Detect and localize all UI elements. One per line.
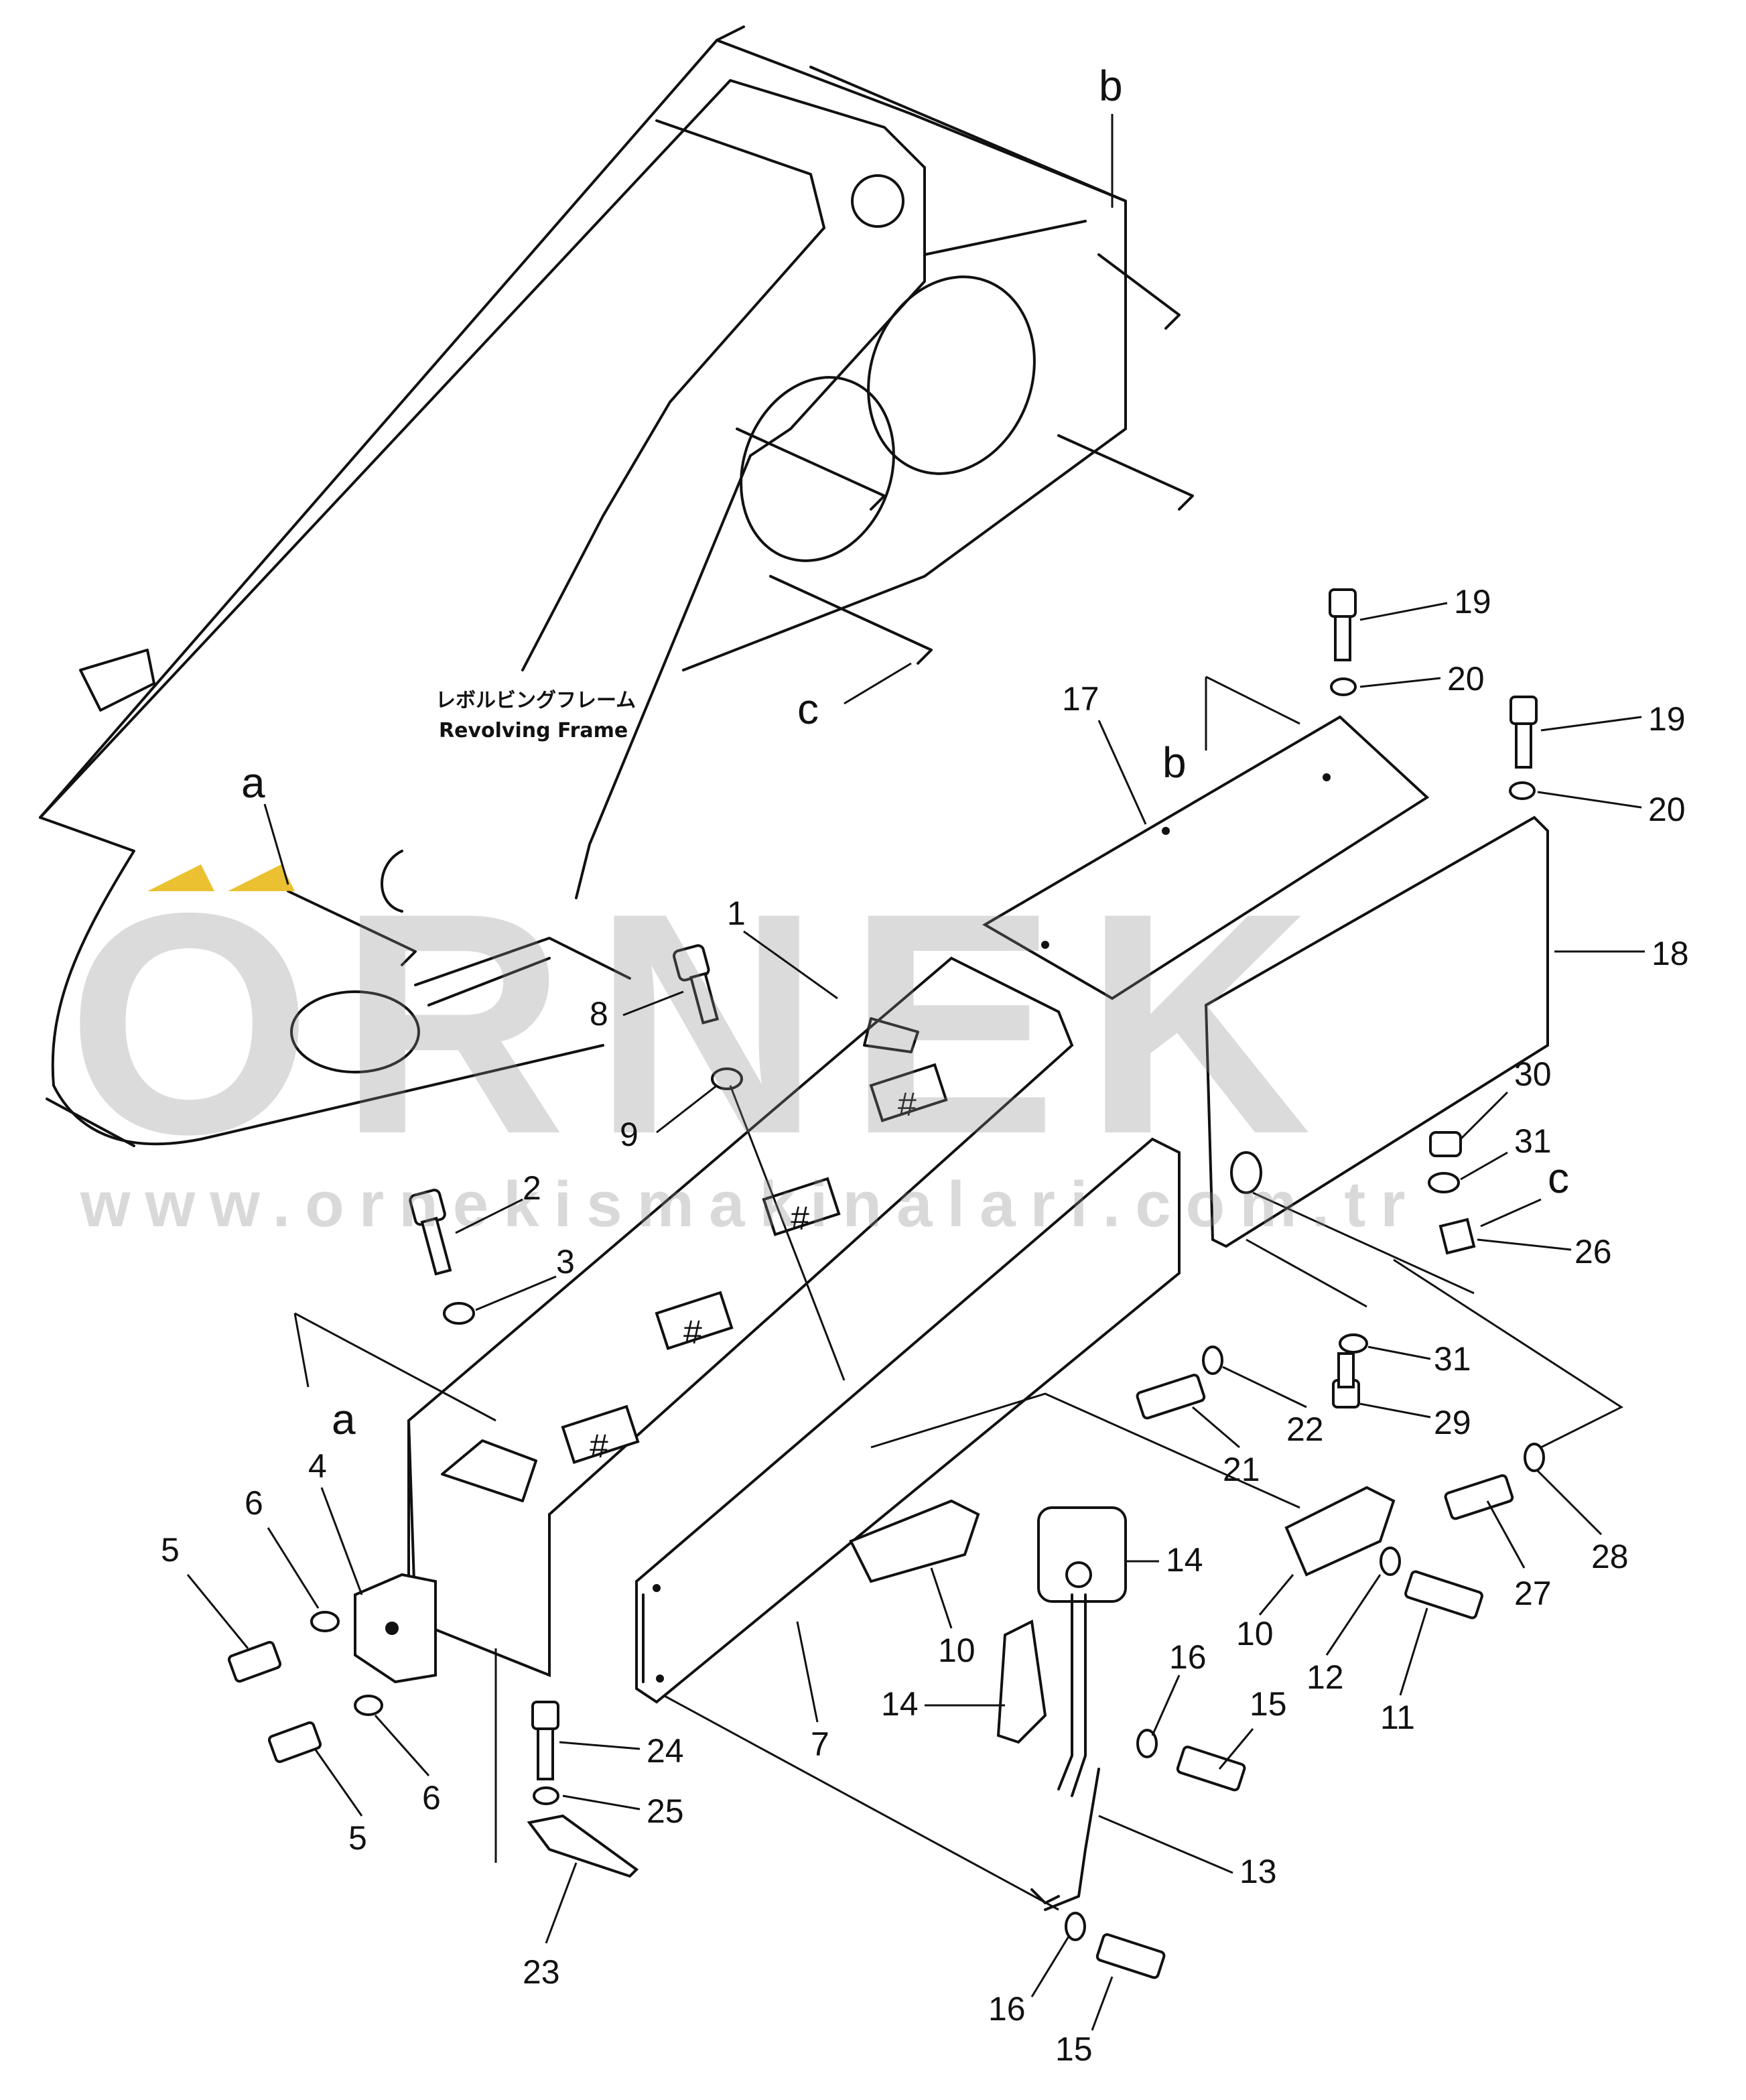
revolving-frame <box>39 25 1194 1147</box>
callout-23: 23 <box>523 1953 560 1991</box>
callout-16a: 16 <box>1169 1638 1207 1676</box>
callout-20b: 20 <box>1648 791 1686 828</box>
callout-1: 1 <box>727 895 746 932</box>
svg-text:#: # <box>898 1086 917 1123</box>
assembly-lines <box>294 675 1624 1911</box>
callout-4: 4 <box>308 1447 327 1485</box>
callout-16b: 16 <box>988 1990 1026 2028</box>
callout-19b: 19 <box>1648 700 1686 738</box>
callout-25: 25 <box>647 1792 684 1830</box>
callout-10b: 10 <box>1236 1615 1274 1652</box>
watermark-url: www.ornekismakinalari.com.tr <box>80 1169 1420 1240</box>
callout-17: 17 <box>1062 680 1099 718</box>
view-marker-c-top: c <box>797 685 819 733</box>
view-marker-c-right: c <box>1548 1154 1569 1202</box>
callout-24: 24 <box>647 1732 684 1770</box>
watermark-accent <box>147 864 214 891</box>
callout-15b: 15 <box>1055 2030 1093 2068</box>
callout-26: 26 <box>1574 1233 1612 1270</box>
watermark-brand: ORNEK <box>67 848 1338 1199</box>
watermark-accent-2 <box>228 864 295 891</box>
callout-27: 27 <box>1514 1575 1552 1612</box>
svg-text:#: # <box>590 1427 608 1465</box>
revolving-frame-label: レボルビングフレーム Revolving Frame <box>435 689 636 742</box>
callout-19a: 19 <box>1454 583 1491 620</box>
callout-6b: 6 <box>422 1779 441 1817</box>
view-marker-b-bottom: b <box>1162 738 1187 787</box>
view-marker-b-top: b <box>1099 62 1123 110</box>
callout-2: 2 <box>523 1169 541 1207</box>
view-markers: a a b b c c <box>241 62 1569 1443</box>
callout-8: 8 <box>590 995 608 1033</box>
callout-22: 22 <box>1286 1410 1324 1448</box>
callout-29: 29 <box>1434 1404 1471 1441</box>
callout-12: 12 <box>1306 1658 1344 1696</box>
callout-7: 7 <box>811 1725 829 1763</box>
frame-label-en: Revolving Frame <box>439 719 628 742</box>
callout-3: 3 <box>556 1243 575 1281</box>
callouts: 1 2 3 4 5 5 6 6 7 8 9 10 10 11 12 13 14 … <box>161 583 1689 2068</box>
callout-13: 13 <box>1239 1853 1277 1890</box>
callout-15a: 15 <box>1250 1685 1287 1723</box>
callout-30: 30 <box>1514 1055 1552 1093</box>
watermark: ORNEK www.ornekismakinalari.com.tr <box>67 848 1420 1240</box>
frame-label-jp: レボルビングフレーム <box>435 689 636 712</box>
callout-20a: 20 <box>1447 660 1485 698</box>
callout-28: 28 <box>1591 1538 1629 1575</box>
callout-31a: 31 <box>1514 1122 1552 1160</box>
part-7-side-panel <box>635 1137 1181 1704</box>
callout-5a: 5 <box>161 1531 180 1569</box>
callout-10a: 10 <box>938 1632 976 1669</box>
svg-text:#: # <box>683 1313 702 1351</box>
callout-5b: 5 <box>348 1819 367 1857</box>
callout-18: 18 <box>1652 935 1689 972</box>
callout-9: 9 <box>620 1116 639 1153</box>
part-17-top-cover <box>982 715 1430 1000</box>
callout-21: 21 <box>1223 1451 1260 1488</box>
svg-text:#: # <box>791 1199 809 1237</box>
callout-14b: 14 <box>881 1685 919 1723</box>
part-1-cover-plate: # # # # <box>407 956 1074 1677</box>
callout-31b: 31 <box>1434 1340 1471 1378</box>
view-marker-a-top: a <box>241 759 265 807</box>
part-18-side-cover <box>1204 815 1549 1248</box>
callout-11: 11 <box>1380 1699 1415 1736</box>
callout-6a: 6 <box>245 1484 263 1522</box>
callout-14a: 14 <box>1166 1541 1203 1579</box>
view-marker-a-bottom: a <box>332 1395 356 1443</box>
